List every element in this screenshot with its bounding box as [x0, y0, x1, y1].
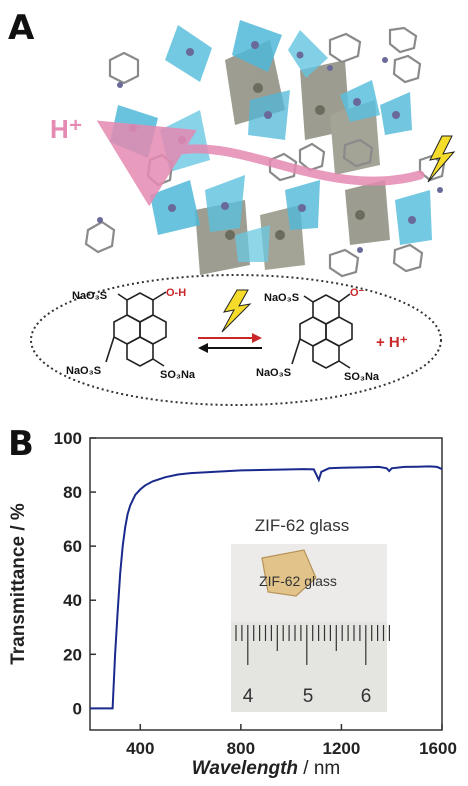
plot-frame	[89, 437, 443, 731]
inset-caption: ZIF-62 glass	[255, 516, 349, 535]
right-bottom-right-sulfonate: SO₃Na	[344, 371, 380, 383]
left-bottom-left-sulfonate: NaO₃S	[66, 365, 101, 377]
transmittance-chart: 0 20 40 60 80 100 400 800 1200 1600 Transmittanc…	[8, 429, 457, 779]
right-top-sulfonate: NaO₃S	[264, 292, 299, 304]
left-top-sulfonate: NaO₃S	[72, 290, 107, 302]
metal-centers	[225, 83, 365, 240]
ruler-ticks	[235, 625, 390, 665]
ruler-number-4: 4	[243, 686, 254, 707]
panel-b-label: B	[8, 424, 34, 464]
x-axis-title-main: Wavelength	[192, 758, 298, 779]
framework-atoms	[97, 41, 443, 253]
transmittance-series-line	[90, 465, 443, 710]
left-hydroxyl-label: O-H	[166, 287, 186, 299]
x-axis-ticks: 400 800 1200 1600	[126, 724, 457, 758]
y-tick-label: 80	[63, 483, 82, 502]
left-bottom-right-sulfonate: SO₃Na	[160, 369, 196, 381]
sample-label: ZIF-62 glass	[259, 573, 337, 589]
pyranine-molecule-left	[105, 291, 167, 367]
proton-transfer-arrow	[96, 120, 425, 207]
equilibrium-arrows-icon	[198, 333, 262, 353]
y-axis-ticks: 0 20 40 60 80 100	[54, 429, 96, 718]
right-oxide-label: O⁻	[350, 287, 365, 299]
sample-photo: ZIF-62 glass 4 5 6	[231, 544, 390, 712]
x-axis-title-unit: / nm	[298, 758, 340, 779]
released-proton-label: + H⁺	[376, 334, 408, 351]
y-tick-label: 100	[54, 429, 82, 448]
x-tick-label: 1600	[419, 739, 457, 758]
y-tick-label: 20	[63, 645, 82, 664]
x-tick-label: 400	[126, 739, 154, 758]
panel-a-figure: H⁺ NaO₃S O-H NaO₃S SO₃Na NaO₃S O⁻ N	[30, 20, 456, 406]
framework-shadow-tetrahedra	[195, 40, 390, 275]
y-axis-title: Transmittance / %	[8, 503, 29, 665]
right-bottom-left-sulfonate: NaO₃S	[256, 367, 291, 379]
lightning-bolt-icon	[221, 289, 252, 333]
glass-sample	[261, 549, 317, 597]
lightning-bolt-icon	[427, 135, 456, 183]
ruler-number-6: 6	[361, 686, 372, 707]
x-axis-title: Wavelength / nm	[192, 758, 341, 779]
reaction-scheme-ellipse	[30, 274, 442, 406]
panel-a-label: A	[8, 8, 35, 48]
proton-label: H⁺	[50, 114, 83, 144]
x-tick-label: 800	[227, 739, 255, 758]
x-tick-label: 1200	[323, 739, 361, 758]
y-tick-label: 60	[63, 537, 82, 556]
ruler	[231, 622, 387, 712]
y-tick-label: 40	[63, 591, 82, 610]
pyranine-molecule-right	[291, 293, 353, 369]
y-tick-label: 0	[73, 699, 82, 718]
ruler-number-5: 5	[303, 686, 314, 707]
